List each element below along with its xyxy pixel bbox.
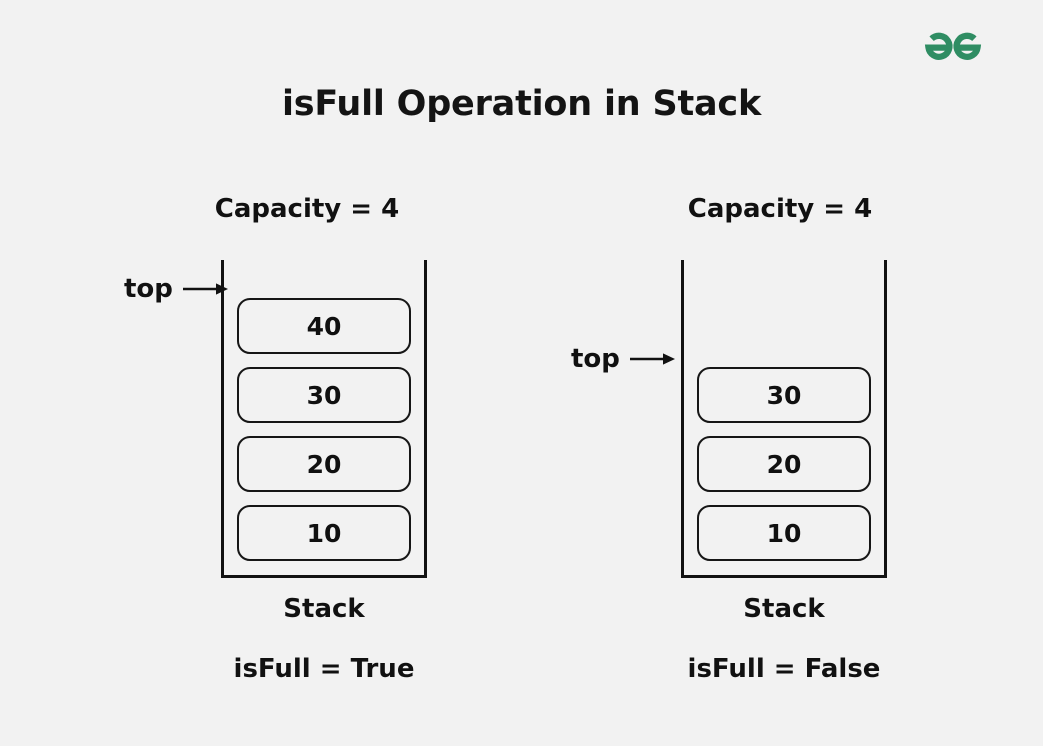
stack-item: 20 (237, 436, 411, 492)
stack-item: 30 (237, 367, 411, 423)
stack-container-right-wrapper: top 30 20 10 (571, 260, 980, 578)
stack-caption-right: Stack (743, 594, 825, 624)
capacity-label-right: Capacity = 4 (687, 194, 873, 224)
isfull-result-right: isFull = False (687, 654, 881, 684)
top-pointer-label-left: top (124, 274, 173, 304)
stack-caption-left: Stack (283, 594, 365, 624)
stack-container-right: 30 20 10 (681, 260, 887, 578)
arrow-right-icon (629, 353, 675, 365)
top-pointer-right: top (571, 344, 675, 374)
stack-container-left-wrapper: top 40 30 20 10 (124, 260, 520, 578)
geeksforgeeks-logo (918, 26, 988, 70)
stack-item: 30 (697, 367, 871, 423)
stack-item: 20 (697, 436, 871, 492)
diagram-stack-full: Capacity = 4 top 40 30 20 10 Stack isFul… (120, 192, 520, 684)
diagram-stack-not-full: Capacity = 4 top 30 20 10 Stack isFull =… (571, 192, 980, 684)
stack-item: 40 (237, 298, 411, 354)
top-pointer-label-right: top (571, 344, 620, 374)
stack-item: 10 (697, 505, 871, 561)
page-title: isFull Operation in Stack (281, 84, 762, 124)
top-pointer-left: top (124, 274, 228, 304)
capacity-label-left: Capacity = 4 (214, 194, 400, 224)
stack-item: 10 (237, 505, 411, 561)
isfull-result-left: isFull = True (233, 654, 415, 684)
stack-container-left: 40 30 20 10 (221, 260, 427, 578)
